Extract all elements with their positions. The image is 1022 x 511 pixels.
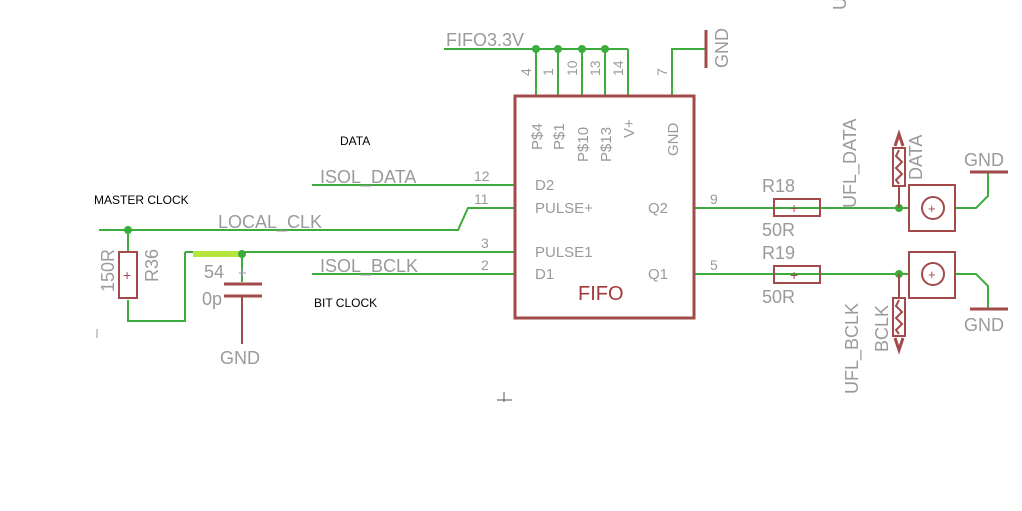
wire-r36-loop: [127, 252, 186, 322]
r18-plus: +: [790, 200, 798, 216]
wire-local-clk: [99, 207, 515, 231]
pin-name-p4: P$4: [529, 123, 546, 150]
wire-pin7-gnd: [671, 48, 706, 96]
pin-name-p10: P$10: [575, 127, 592, 162]
capacitor[interactable]: + 54 0p GND: [202, 254, 262, 368]
resistor-r36[interactable]: + R36 150R: [98, 230, 162, 299]
pin-name-gnd: GND: [665, 123, 682, 157]
connector-bclk-ring: [921, 262, 945, 286]
r18-value: 50R: [762, 220, 795, 240]
pin-name-q1: Q1: [648, 266, 668, 283]
r19-plus: +: [790, 267, 798, 283]
resistor-r18[interactable]: + R18 50R: [762, 176, 821, 240]
r19-body: [773, 265, 821, 284]
data-note: DATA: [340, 134, 370, 148]
pin-name-pulse-plus: PULSE+: [535, 200, 593, 217]
cap-plus: +: [238, 265, 247, 282]
pin-num-14: 14: [610, 60, 626, 76]
pin-num-5: 5: [710, 257, 718, 273]
bclk-bead-body: [892, 297, 906, 337]
junction: [578, 45, 586, 53]
gnd-left-label: GND: [220, 348, 260, 368]
pin-num-1: 1: [540, 68, 556, 76]
fifo-ic[interactable]: FIFO 4 1 10 13 14 7 P$4 P$1 P$10 P$13 V+…: [474, 60, 718, 320]
bclk-bead-bottom: [893, 337, 905, 355]
local-clk-label: LOCAL_CLK: [218, 212, 322, 233]
r19-value: 50R: [762, 287, 795, 307]
pin-num-10: 10: [564, 60, 580, 76]
pin-num-11: 11: [474, 191, 489, 207]
data-bead-top: [893, 129, 905, 147]
fifo-3v3-label: FIFO3.3V: [446, 30, 524, 50]
gnd-top-label: GND: [712, 28, 732, 68]
pin-num-12: 12: [474, 168, 490, 184]
cap-value: 0p: [202, 289, 222, 309]
cap-ref: 54: [204, 262, 224, 282]
r18-body: [773, 198, 821, 217]
gnd-right-bottom-label: GND: [964, 315, 1004, 335]
r18-ref: R18: [762, 176, 795, 196]
pin-name-p13: P$13: [598, 127, 615, 162]
text-cursor-mark: [497, 392, 512, 402]
ufl-data-label: UFL_DATA: [840, 119, 861, 208]
pin-num-2: 2: [481, 257, 489, 273]
bclk-bead-zigzag: [894, 299, 904, 335]
connector-bclk[interactable]: + UFL_BCLK BCLK GND: [842, 251, 1008, 394]
pin-name-d1: D1: [535, 266, 554, 283]
connector-data-ring: [921, 196, 945, 220]
pin-num-4: 4: [518, 68, 534, 76]
data-conn-label: DATA: [906, 135, 926, 180]
wire-gnd-right-top: [956, 172, 989, 209]
pin-name-d2: D2: [535, 177, 554, 194]
isol-data-label: ISOL_DATA: [320, 167, 416, 188]
r36-value: 150R: [98, 249, 118, 292]
pin-num-13: 13: [587, 60, 603, 76]
connector-bclk-plus: +: [928, 267, 936, 282]
data-bead-body: [892, 147, 906, 187]
pin-num-7: 7: [654, 68, 670, 76]
connector-data-body: [908, 184, 956, 232]
pin-name-q2: Q2: [648, 200, 668, 217]
pin-num-3: 3: [481, 235, 489, 251]
isol-bclk-label: ISOL_BCLK: [320, 256, 418, 277]
bit-clock-note: BIT CLOCK: [314, 296, 377, 310]
bclk-conn-label: BCLK: [872, 305, 892, 352]
edge-u-label: U: [830, 0, 850, 10]
gnd-right-top-label: GND: [964, 150, 1004, 170]
connector-data-plus: +: [928, 201, 936, 216]
connector-data[interactable]: + UFL_DATA DATA GND: [840, 119, 1008, 232]
gnd-symbol-top: GND: [704, 28, 732, 68]
pin-name-p1: P$1: [551, 123, 568, 150]
connector-bclk-body: [908, 251, 956, 299]
pin-num-9: 9: [710, 191, 718, 207]
r36-ref: R36: [142, 249, 162, 282]
pin-name-pulse1: PULSE1: [535, 244, 593, 261]
pin-name-vplus: V+: [621, 119, 638, 138]
data-bead-zigzag: [894, 149, 904, 185]
junction: [601, 45, 609, 53]
resistor-r19[interactable]: + R19 50R: [762, 243, 821, 307]
r19-ref: R19: [762, 243, 795, 263]
junction: [532, 45, 540, 53]
r36-body: [118, 251, 138, 299]
wires: [99, 48, 989, 322]
r36-plus: +: [123, 267, 131, 283]
junction: [554, 45, 562, 53]
master-clock-note: MASTER CLOCK: [94, 193, 189, 207]
fifo-name: FIFO: [578, 283, 624, 305]
wire-gnd-right-bottom: [956, 273, 989, 309]
ufl-bclk-label: UFL_BCLK: [842, 303, 863, 394]
fifo-body: [513, 94, 696, 320]
